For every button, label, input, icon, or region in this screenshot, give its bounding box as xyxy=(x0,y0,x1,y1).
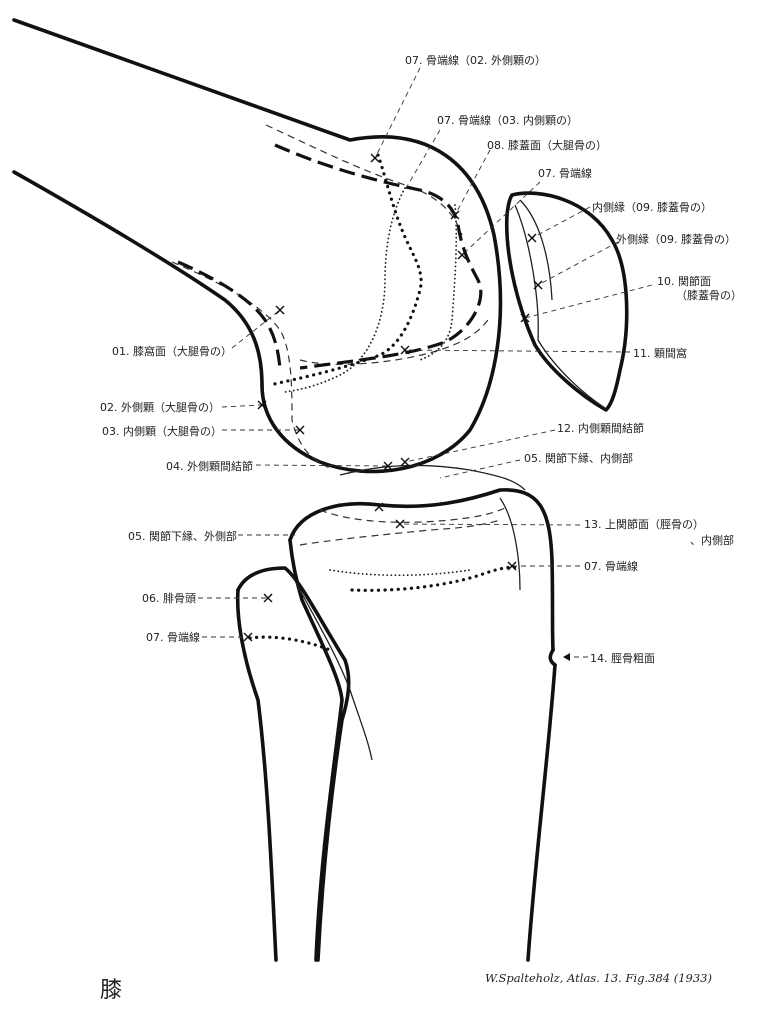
label-07-medial-condyle-epiphyseal: 07. 骨端線（03. 内側顆の） xyxy=(437,113,578,127)
x-mark xyxy=(257,400,267,410)
figure-credit: W.Spalteholz, Atlas. 13. Fig.384 (1933) xyxy=(485,971,712,985)
label-13-superior-articular-surface-sub: 、内側部 xyxy=(690,533,734,547)
tibia-intercondylar-lines xyxy=(339,464,526,491)
x-mark xyxy=(457,250,467,260)
femur-popliteal-dashed xyxy=(177,260,282,369)
label-05-infraglenoid-margin-medial: 05. 関節下縁、内側部 xyxy=(524,451,633,465)
patella xyxy=(504,191,629,412)
label-11-intercondylar-fossa: 11. 顆間窩 xyxy=(633,346,687,360)
x-mark xyxy=(507,561,517,571)
x-mark xyxy=(374,502,384,512)
fibula xyxy=(235,566,373,962)
tibia-shaft-front xyxy=(526,663,557,962)
tuberosity-arrow-icon xyxy=(563,653,570,661)
tibia-epiphyseal-line-fine xyxy=(329,569,471,577)
x-mark xyxy=(395,519,405,529)
femur-epiphyseal-line-medial xyxy=(284,187,406,393)
labels: 07. 骨端線（02. 外側顆の） 07. 骨端線（03. 内側顆の） 08. … xyxy=(100,53,742,665)
femur xyxy=(12,18,503,474)
femur-upper-outline xyxy=(12,18,503,474)
tibia-epiphyseal-line xyxy=(350,565,522,592)
femur-hidden-contour-3 xyxy=(299,319,489,365)
femur-intercondylar-dots xyxy=(419,204,458,361)
label-07-epiphyseal-line: 07. 骨端線 xyxy=(538,166,592,180)
x-markers xyxy=(243,153,543,642)
x-mark xyxy=(527,233,537,243)
x-mark xyxy=(263,593,273,603)
patella-outline xyxy=(504,191,629,412)
label-04-lateral-intercondylar-tubercle: 04. 外側顆間結節 xyxy=(166,459,253,473)
leader-lines xyxy=(198,67,653,658)
figure-caption: 膝 xyxy=(100,978,122,1003)
x-mark xyxy=(243,632,253,642)
label-09-lateral-border: 外側縁（09. 膝蓋骨の） xyxy=(616,232,736,246)
label-08-patellar-surface: 08. 膝蓋面（大腿骨の） xyxy=(487,138,607,152)
label-07-fibula-epiphyseal-line: 07. 骨端線 xyxy=(146,630,200,644)
femur-hidden-contour-1 xyxy=(265,124,463,236)
label-07-lateral-condyle-epiphyseal: 07. 骨端線（02. 外側顆の） xyxy=(405,53,546,67)
tibia-inner-contour xyxy=(499,497,521,591)
label-02-lateral-condyle: 02. 外側顆（大腿骨の） xyxy=(100,400,220,414)
leader-13 xyxy=(399,523,581,526)
x-mark xyxy=(400,345,410,355)
leader-09a xyxy=(531,206,591,239)
tibia-tuberosity-notch xyxy=(548,648,557,667)
label-13-superior-articular-surface: 13. 上関節面（脛骨の） xyxy=(584,517,704,531)
x-mark xyxy=(533,280,543,290)
label-03-medial-condyle: 03. 内側顆（大腿骨の） xyxy=(102,424,222,438)
label-14-tibial-tuberosity: 14. 脛骨粗面 xyxy=(590,652,655,665)
fibula-inner-contour xyxy=(291,574,373,761)
leader-09b xyxy=(537,241,619,286)
leader-07b xyxy=(404,129,441,191)
x-mark xyxy=(370,153,380,163)
tibia-shaft-back xyxy=(288,538,344,962)
label-10-articular-surface: 10. 関節面 xyxy=(657,274,711,288)
fibula-back xyxy=(235,588,278,962)
tibia-top-outline xyxy=(288,488,555,652)
fibula-epiphyseal-line xyxy=(248,635,332,652)
label-07-tibia-epiphyseal-line: 07. 骨端線 xyxy=(584,559,638,573)
label-06-fibular-head: 06. 腓骨頭 xyxy=(142,592,196,605)
tibia-condyle-hidden xyxy=(319,507,506,523)
x-mark xyxy=(383,461,393,471)
label-12-medial-intercondylar-tubercle: 12. 内側顆間結節 xyxy=(557,421,644,435)
leader-10 xyxy=(524,284,653,319)
x-mark xyxy=(275,305,285,315)
tibia xyxy=(288,464,557,962)
label-09-medial-border: 内側縁（09. 膝蓋骨の） xyxy=(592,200,712,214)
femur-epiphyseal-line-dashed xyxy=(274,143,483,370)
leader-12 xyxy=(404,429,556,463)
label-10-articular-surface-sub: （膝蓋骨の） xyxy=(676,289,742,302)
leader-02 xyxy=(221,404,263,408)
leader-08 xyxy=(454,149,491,216)
leader-05r xyxy=(439,459,521,479)
patella-inner-contour-2 xyxy=(519,199,553,301)
leader-04 xyxy=(255,464,389,467)
femur-lower-outline xyxy=(12,170,264,387)
femur-epiphyseal-line-lateral xyxy=(268,153,423,387)
patella-inner-contour xyxy=(514,204,606,409)
tibia-hidden-curve xyxy=(299,519,501,546)
x-mark xyxy=(295,425,305,435)
leader-01 xyxy=(231,309,281,349)
leader-07a xyxy=(374,67,421,159)
leader-11 xyxy=(404,349,631,353)
x-mark xyxy=(400,457,410,467)
label-01-popliteal-surface: 01. 膝窩面（大腿骨の） xyxy=(112,344,232,358)
x-mark xyxy=(520,313,530,323)
x-mark xyxy=(450,210,460,220)
label-05-infraglenoid-margin-lateral: 05. 関節下縁、外側部 xyxy=(128,529,237,543)
fibula-outline xyxy=(236,566,351,962)
